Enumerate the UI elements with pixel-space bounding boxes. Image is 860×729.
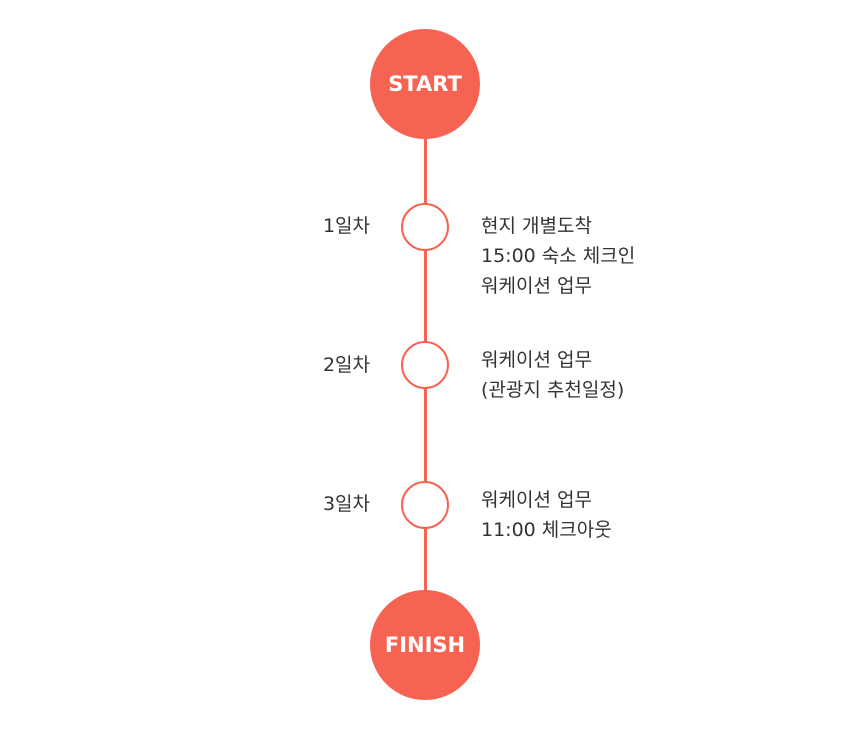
day-2-description: 워케이션 업무 (관광지 추천일정) (481, 345, 624, 405)
day-3-description: 워케이션 업무 11:00 체크아웃 (481, 485, 612, 545)
day-1-description: 현지 개별도착 15:00 숙소 체크인 워케이션 업무 (481, 211, 635, 301)
schedule-line: 현지 개별도착 (481, 215, 592, 237)
schedule-line: 워케이션 업무 (481, 349, 592, 371)
day-3-label: 3일차 (322, 493, 370, 515)
day-2-node (401, 341, 449, 389)
start-node: START (370, 29, 480, 139)
day-1-node (401, 203, 449, 251)
day-1-label: 1일차 (322, 215, 370, 237)
day-3-node (401, 481, 449, 529)
schedule-line: 11:00 체크아웃 (481, 519, 612, 541)
schedule-line: (관광지 추천일정) (481, 379, 625, 401)
schedule-line: 워케이션 업무 (481, 275, 592, 297)
schedule-line: 15:00 숙소 체크인 (481, 245, 636, 267)
finish-node: FINISH (370, 590, 480, 700)
day-2-label: 2일차 (322, 354, 370, 376)
schedule-line: 워케이션 업무 (481, 489, 592, 511)
